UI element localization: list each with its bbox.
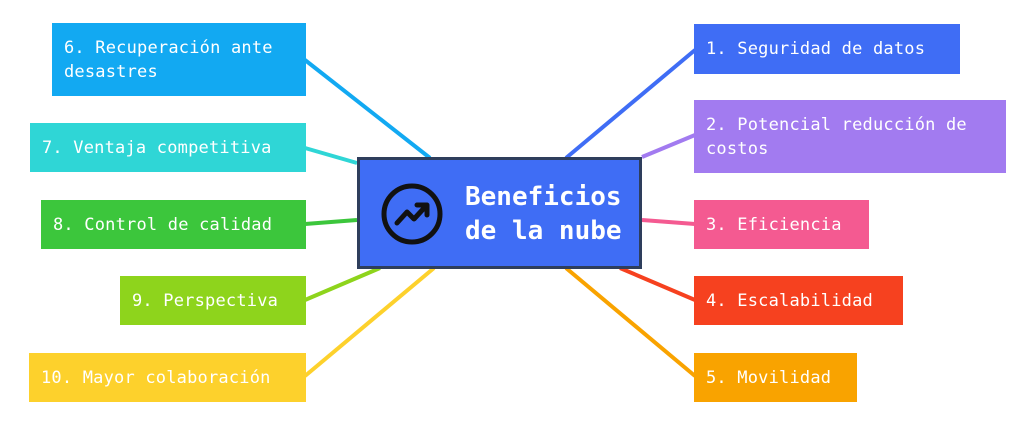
connector-9 [304,266,381,302]
center-topic: Beneficios de la nube [357,157,642,269]
connector-7 [304,146,358,165]
connector-6 [303,58,432,160]
benefit-node-9: 9. Perspectiva [120,276,306,325]
benefit-node-1: 1. Seguridad de datos [694,24,960,74]
benefit-label-2: 2. Potencial reducción de costos [706,114,967,159]
benefit-node-8: 8. Control de calidad [41,200,306,249]
benefit-node-10: 10. Mayor colaboración [29,353,306,402]
benefit-label-9: 9. Perspectiva [132,290,279,311]
benefit-label-7: 7. Ventaja competitiva [42,137,272,158]
benefit-label-6: 6. Recuperación ante desastres [64,37,273,82]
center-title: Beneficios de la nube [465,182,622,246]
connector-10 [303,266,436,378]
benefit-node-7: 7. Ventaja competitiva [30,123,306,172]
benefit-label-4: 4. Escalabilidad [706,290,873,311]
connector-2 [641,133,696,159]
benefit-label-8: 8. Control de calidad [53,214,273,235]
trending-up-icon [381,183,443,245]
connector-1 [564,48,697,160]
benefit-node-4: 4. Escalabilidad [694,276,903,325]
benefit-label-5: 5. Movilidad [706,367,832,388]
connector-3 [641,218,696,226]
benefit-label-10: 10. Mayor colaboración [41,367,271,388]
benefit-label-1: 1. Seguridad de datos [706,39,926,59]
connector-5 [564,266,697,378]
benefit-node-6: 6. Recuperación ante desastres [52,23,306,96]
benefit-label-3: 3. Eficiencia [706,214,842,235]
benefit-node-2: 2. Potencial reducción de costos [694,100,1006,173]
benefit-node-3: 3. Eficiencia [694,200,869,249]
benefit-node-5: 5. Movilidad [694,353,857,402]
connector-8 [304,218,358,226]
connector-4 [619,266,696,302]
